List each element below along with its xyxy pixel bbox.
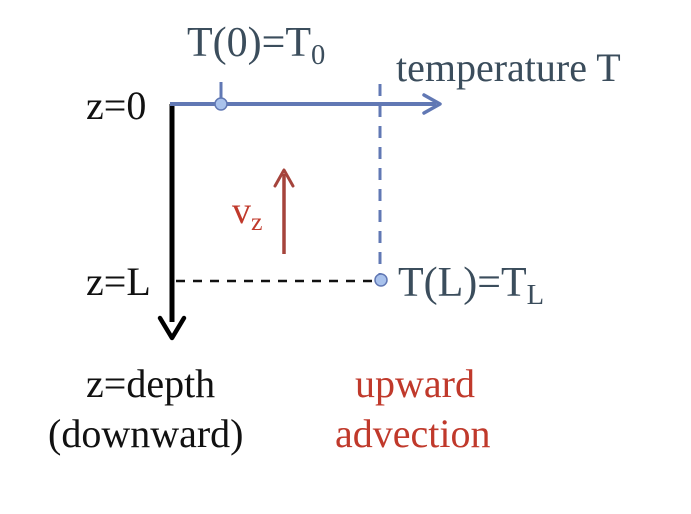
depth-axis-direction-label: (downward): [48, 411, 244, 456]
depth-axis-arrowhead: [157, 315, 187, 341]
velocity-arrowhead: [273, 168, 295, 188]
advection-label-line2: advection: [335, 411, 491, 456]
T0-point: [214, 97, 228, 111]
depth-axis-label: z=depth: [86, 361, 216, 406]
z-zero-label: z=0: [86, 83, 147, 128]
temperature-axis-arrowhead: [422, 93, 442, 115]
z-L-label: z=L: [86, 259, 151, 304]
velocity-label: vz: [232, 190, 263, 237]
depth-temperature-label: T(L)=TL: [398, 260, 545, 311]
advection-label-line1: upward: [355, 361, 475, 406]
temperature-axis-label: temperature T: [396, 45, 621, 90]
TL-point: [374, 273, 388, 287]
surface-temperature-label: T(0)=T0: [187, 20, 326, 71]
